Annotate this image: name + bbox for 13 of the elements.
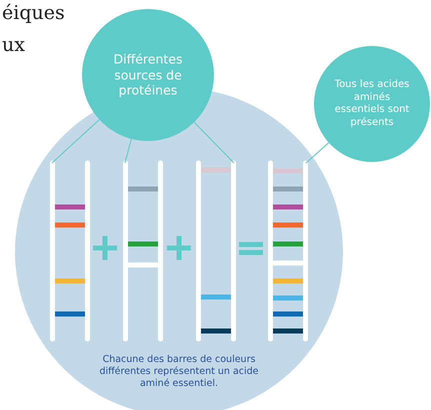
ladder-drawing (50, 161, 90, 341)
ladder-drawing (268, 161, 308, 341)
leader-line (124, 138, 132, 164)
ladder-drawing (123, 161, 163, 341)
circle-text: Tous les acides aminés essentiels sont présents (334, 79, 410, 129)
leader-line (52, 119, 100, 164)
leader-line (306, 142, 330, 164)
circle-text: Différentes sources de protéines (112, 52, 184, 98)
title-text: ux (2, 34, 25, 56)
ladder-drawing (196, 161, 236, 341)
caption-text: Chacune des barres de couleurs différentes représentent un acide aminé essentiel. (98, 354, 260, 390)
title-text: éiques (2, 2, 65, 24)
leader-line (194, 122, 234, 164)
